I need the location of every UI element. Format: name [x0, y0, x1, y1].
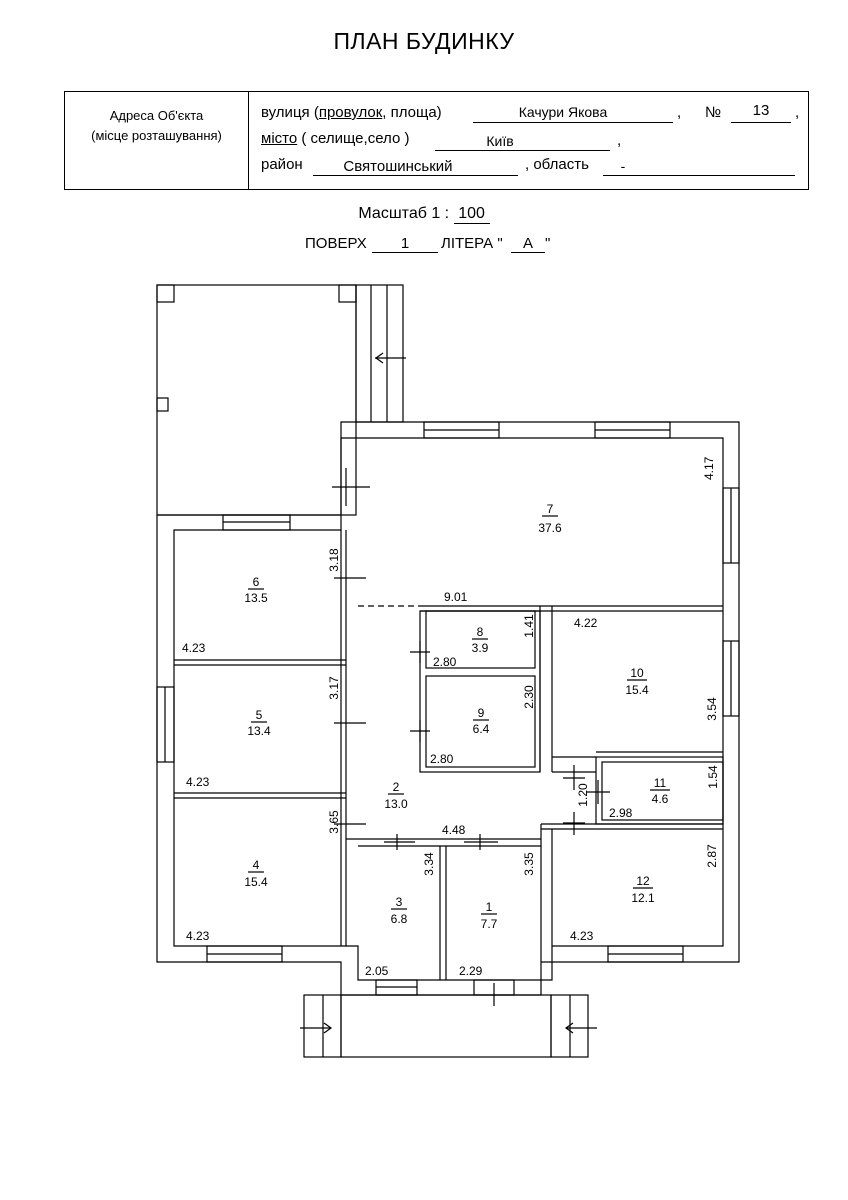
street-label-post: , площа)	[382, 104, 442, 121]
city-label-post: ( селище,село )	[297, 130, 410, 147]
city-line	[435, 150, 610, 151]
number-value: 13	[752, 102, 770, 119]
street-label-pre: вулиця (	[261, 104, 319, 121]
windows	[156, 421, 740, 996]
room-number: 13.4	[247, 724, 271, 738]
street-line	[473, 122, 673, 123]
district-value: Святошинський	[343, 158, 453, 175]
room-number: 2	[393, 780, 400, 794]
street-label: вулиця (провулок, площа)	[261, 104, 442, 121]
room-area: 13.0	[384, 797, 408, 811]
dimension-labels: 4.17 9.01 3.18 4.23 1.41 2.80 4.22 3.17 …	[182, 456, 720, 978]
room-number: 7	[547, 502, 554, 516]
room-area: 6.8	[391, 912, 408, 926]
litera-close: "	[545, 235, 551, 252]
room-area: 13.5	[244, 591, 268, 605]
room-area: 15.4	[244, 875, 268, 889]
room-number: 8	[477, 625, 484, 639]
city-label-underlined: місто	[261, 130, 298, 147]
room-number: 10	[630, 666, 644, 680]
number-line	[731, 122, 791, 123]
dimension: 4.48	[442, 823, 466, 837]
dimension: 4.23	[570, 929, 594, 943]
room-labels: 1 7.7 2 13.0 3 6.8 4 15.4 5 13.4 6 13.5 …	[244, 502, 668, 931]
room-area: 4.6	[652, 792, 669, 806]
dimension: 2.98	[609, 806, 633, 820]
doors	[332, 468, 610, 1006]
dimension: 4.23	[186, 929, 210, 943]
region-label-text: область	[533, 156, 589, 173]
region-line	[603, 175, 795, 176]
interior-walls	[174, 530, 724, 980]
room-area: 12.1	[631, 891, 655, 905]
dimension: 4.23	[182, 641, 206, 655]
region-label: , область	[525, 156, 589, 173]
terrace	[156, 284, 357, 516]
room-number: 3	[396, 895, 403, 909]
dimension: 2.80	[430, 752, 454, 766]
page-title: ПЛАН БУДИНКУ	[333, 28, 515, 54]
city-value: Київ	[486, 133, 514, 149]
street-value: Качури Якова	[518, 104, 608, 120]
outer-walls	[156, 421, 740, 996]
dimension: 3.18	[327, 548, 341, 572]
table-divider	[248, 92, 249, 189]
room-area: 37.6	[538, 521, 562, 535]
floor-value: 1	[372, 235, 438, 253]
dimension: 2.29	[459, 964, 483, 978]
dimension: 2.80	[433, 655, 457, 669]
dimension: 3.34	[422, 852, 436, 876]
top-stairs	[355, 284, 406, 423]
scale-label: Масштаб 1 :	[358, 205, 450, 222]
dimension: 3.17	[327, 676, 341, 700]
dimension: 2.87	[705, 844, 719, 868]
region-value: -	[620, 158, 626, 174]
room-number: 12	[636, 874, 650, 888]
room-number: 5	[256, 708, 263, 722]
address-label-line2: (місце розташування)	[91, 128, 222, 143]
comma-1: ,	[677, 104, 682, 121]
room-number: 1	[486, 900, 493, 914]
room-number: 6	[253, 575, 260, 589]
address-label: Адреса Об'єкта (місце розташування)	[65, 106, 248, 146]
district-line	[313, 175, 518, 176]
dimension: 1.41	[522, 614, 536, 638]
district-label: район	[261, 156, 303, 173]
dimension: 3.65	[327, 810, 341, 834]
address-table: Адреса Об'єкта (місце розташування) вули…	[64, 91, 809, 190]
dimension: 9.01	[444, 590, 468, 604]
address-label-line1: Адреса Об'єкта	[109, 108, 204, 123]
floor-label: ПОВЕРХ	[305, 235, 367, 252]
number-label: №	[705, 104, 722, 121]
room-area: 7.7	[481, 917, 498, 931]
street-label-underlined: провулок	[318, 104, 383, 121]
dimension: 4.22	[574, 616, 598, 630]
litera-value: А	[511, 235, 545, 253]
dimension: 3.54	[705, 697, 719, 721]
dimension: 1.54	[706, 765, 720, 789]
room-number: 4	[253, 858, 260, 872]
dimension: 2.30	[522, 685, 536, 709]
dimension: 4.23	[186, 775, 210, 789]
dimension: 3.35	[522, 852, 536, 876]
room-area: 6.4	[473, 722, 490, 736]
room-area: 15.4	[625, 683, 649, 697]
scale-value: 100	[453, 205, 490, 224]
dimension: 4.17	[702, 456, 716, 480]
room-number: 11	[654, 776, 667, 790]
comma-3: ,	[617, 132, 622, 149]
comma-2: ,	[795, 104, 800, 121]
room-area: 3.9	[472, 641, 489, 655]
room-number: 9	[478, 706, 485, 720]
litera-label: ЛІТЕРА "	[441, 235, 503, 252]
dimension: 1.20	[576, 783, 590, 807]
city-label: місто ( селище,село )	[261, 130, 409, 147]
porch	[300, 994, 597, 1058]
scale-row: Масштаб 1 : 100	[0, 205, 848, 224]
room-fraction-lines	[248, 515, 670, 915]
dimension: 2.05	[365, 964, 389, 978]
